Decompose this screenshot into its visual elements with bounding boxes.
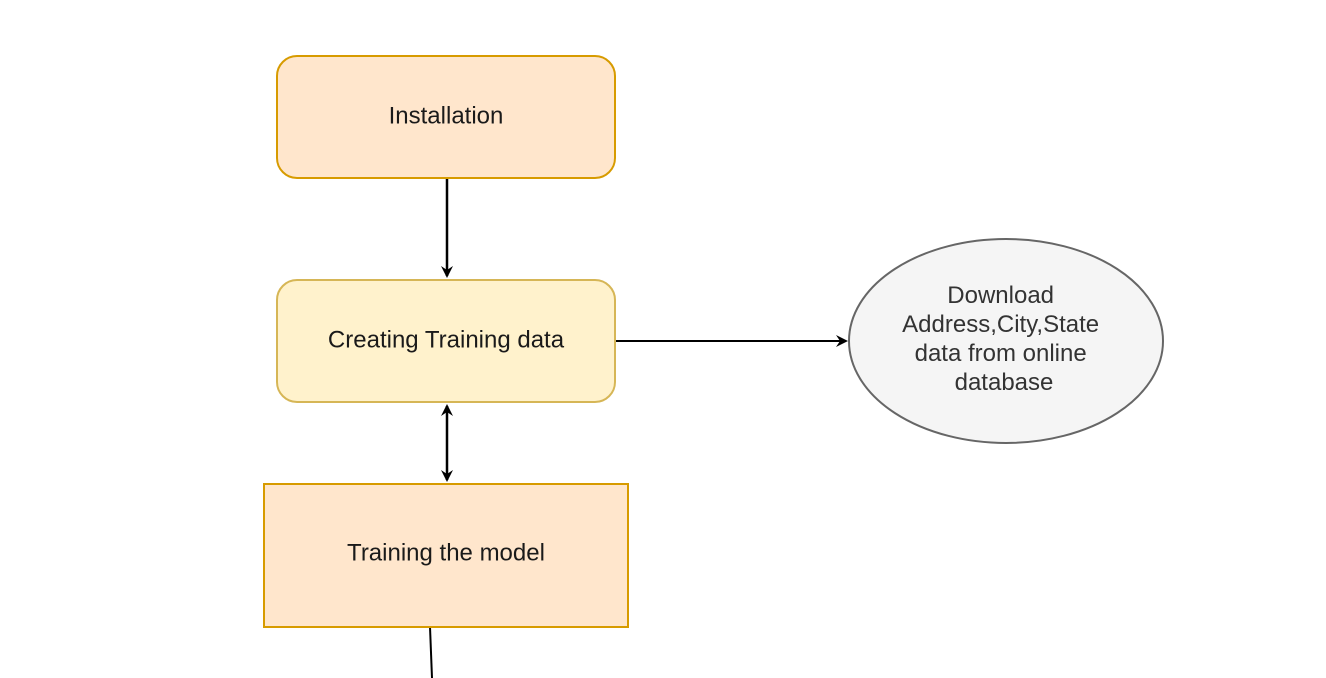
node-download-data-line-3: data from online [915,340,1087,367]
node-training-the-model[interactable]: Training the model [263,483,629,628]
node-training-the-model-label: Training the model [347,539,545,566]
edges [429,178,848,678]
node-download-data-line-1: Download [947,282,1054,309]
node-download-data[interactable]: Download Address,City,State data from on… [848,238,1164,444]
edge-training-the-model-continuation [429,626,433,678]
node-download-data-label: Download Address,City,State data from on… [902,282,1106,396]
node-download-data-line-4: database [955,369,1054,396]
node-installation-box [276,55,616,179]
node-download-data-ellipse [848,238,1164,444]
node-installation[interactable]: Installation [276,55,616,179]
node-creating-training-data-box [276,279,616,403]
node-download-data-line-2: Address,City,State [902,311,1099,338]
node-installation-label: Installation [389,102,504,129]
node-creating-training-data-label: Creating Training data [328,326,565,353]
node-training-the-model-box [263,483,629,628]
node-creating-training-data[interactable]: Creating Training data [276,279,616,403]
